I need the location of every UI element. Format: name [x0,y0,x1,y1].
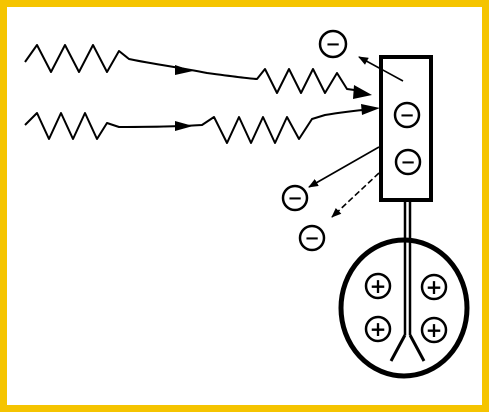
plate-electron: − [393,101,421,129]
ejection-arrow [308,146,380,188]
positive-charge: + [420,273,448,301]
positive-sign: + [370,317,387,341]
ejected-electron: − [281,184,309,212]
positive-charge: + [420,316,448,344]
wave-arrowhead-lower-end [361,104,380,115]
plate-electron: − [394,148,422,176]
positive-sign: + [426,318,443,342]
positive-sign: + [370,274,387,298]
wave-arrowhead-upper [175,65,193,75]
conducting-rod [403,200,412,335]
electron-sign: − [304,228,319,249]
wave-arrowhead-upper-end [353,85,372,99]
electron-sign: − [325,34,340,55]
electroscope-leaves [389,334,426,362]
ejected-electron: − [298,224,326,252]
electron-sign: − [287,188,302,209]
metal-plate [379,55,433,202]
light-wave-lower [24,104,380,144]
ejection-arrow [331,172,380,218]
positive-charge: + [364,315,392,343]
positive-charge: + [364,272,392,300]
electron-sign: − [400,152,415,173]
positive-sign: + [426,275,443,299]
electroscope-bulb [338,237,470,379]
photoelectric-electroscope-diagram: − − − − − [24,29,470,379]
wave-arrowhead-lower [175,121,193,131]
ejected-electron: − [318,29,348,59]
electron-sign: − [399,105,414,126]
light-wave-upper [24,44,372,99]
ejection-arrow [358,56,404,82]
